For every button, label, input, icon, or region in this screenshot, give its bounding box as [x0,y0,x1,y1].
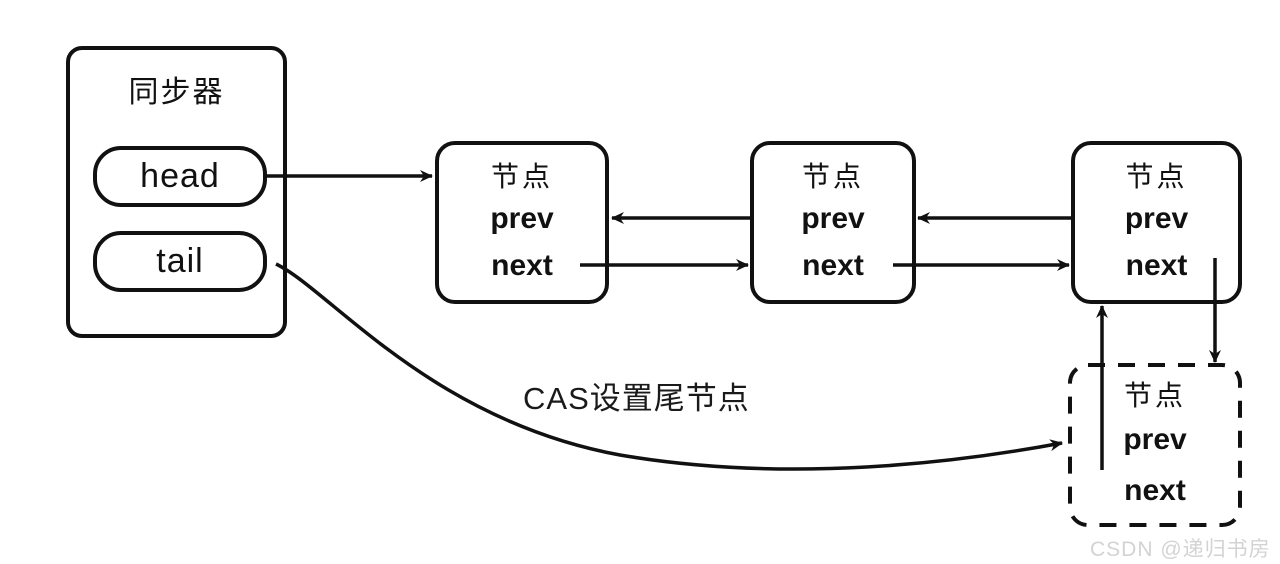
node-3-box [1071,141,1242,304]
tail-field-box [93,231,267,292]
node-2-title: 节点 [801,161,864,192]
head-field-label: head [140,157,220,195]
node-1-next-label: next [491,249,553,282]
node-new-box [1068,363,1242,527]
node-1-prev-label: prev [490,202,554,235]
node-3-title: 节点 [1125,161,1188,192]
node-new-next-label: next [1124,474,1186,507]
cas-annotation-label: CAS设置尾节点 [523,381,750,416]
node-new-prev-label: prev [1123,423,1187,456]
node-3-prev-label: prev [1124,202,1189,235]
node-2-prev-label: prev [801,202,865,235]
synchronizer-title: 同步器 [128,76,225,109]
node-3-next-label: next [1125,249,1188,282]
tail-cas-curve [275,262,1063,471]
csdn-watermark: CSDN @递归书房 [1090,538,1271,561]
node-1-title: 节点 [490,161,553,192]
node-1-box [435,141,609,304]
node-new-title: 节点 [1123,380,1186,411]
tail-field-label: tail [156,242,204,280]
node-2-box [750,141,916,304]
synchronizer-box [66,46,287,338]
node-2-next-label: next [802,249,864,282]
